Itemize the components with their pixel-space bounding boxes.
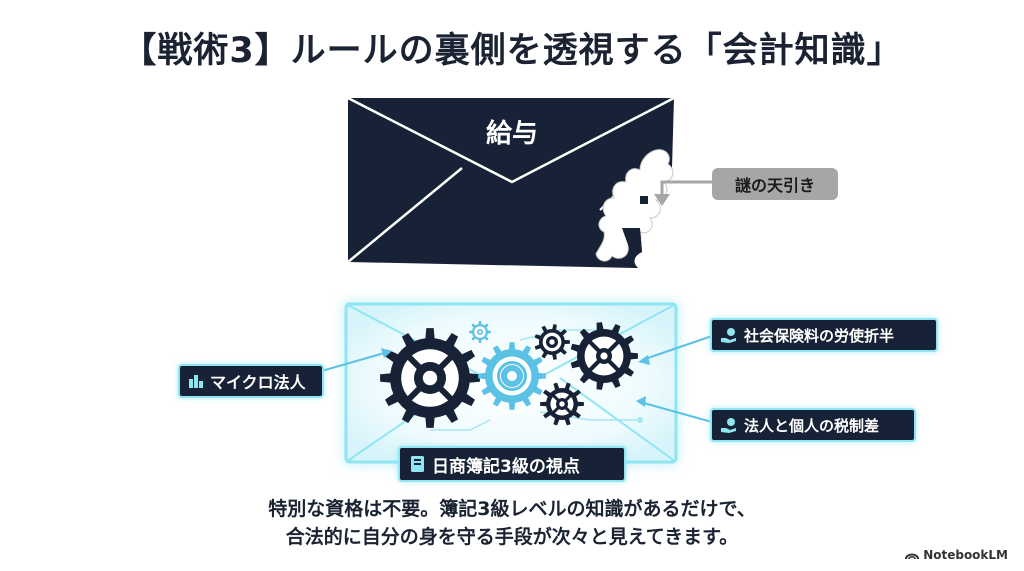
right-gear-icon xyxy=(570,322,638,390)
brand-watermark: NotebookLM xyxy=(905,548,1008,562)
large-gear-icon xyxy=(380,328,480,428)
page-title: 【戦術3】ルールの裏側を透視する「会計知識」 xyxy=(121,31,903,71)
caption-line-1: 特別な資格は不要。簿記3級レベルの知識があるだけで、 xyxy=(268,498,756,520)
building-icon xyxy=(188,373,204,389)
callout-arrow xyxy=(654,180,712,206)
micro-corp-text: マイクロ法人 xyxy=(210,373,306,392)
caption-line-2: 合法的に自分の身を守る手段が次々と見えてきます。 xyxy=(285,526,739,548)
envelope-label: 給与 xyxy=(486,118,538,149)
connector-arrows xyxy=(317,335,713,462)
salary-envelope xyxy=(347,96,675,268)
torn-edge xyxy=(595,149,674,262)
micro-corp-label: マイクロ法人 xyxy=(178,364,324,398)
book-icon xyxy=(410,455,426,473)
tiny-gear-icon xyxy=(469,321,491,343)
lower-gear-icon xyxy=(540,382,584,426)
brand-text: NotebookLM xyxy=(923,548,1008,562)
notebooklm-logo-icon xyxy=(905,550,920,560)
tax-diff-label: 法人と個人の税制差 xyxy=(710,408,916,442)
hand-coin-icon xyxy=(720,327,738,343)
gears-group xyxy=(380,321,638,428)
connector-arrowheads xyxy=(381,348,650,407)
tax-diff-text: 法人と個人の税制差 xyxy=(744,416,880,435)
center-gear-icon xyxy=(478,342,546,410)
bookkeeping-label: 日商簿記3級の視点 xyxy=(398,446,626,482)
small-top-gear-icon xyxy=(534,324,570,360)
mystery-deduction-tag: 謎の天引き xyxy=(712,168,838,200)
hand-coin-icon xyxy=(720,417,738,433)
bookkeeping-text: 日商簿記3級の視点 xyxy=(432,456,580,477)
social-insurance-text: 社会保険料の労使折半 xyxy=(744,326,895,345)
social-insurance-label: 社会保険料の労使折半 xyxy=(710,318,938,352)
